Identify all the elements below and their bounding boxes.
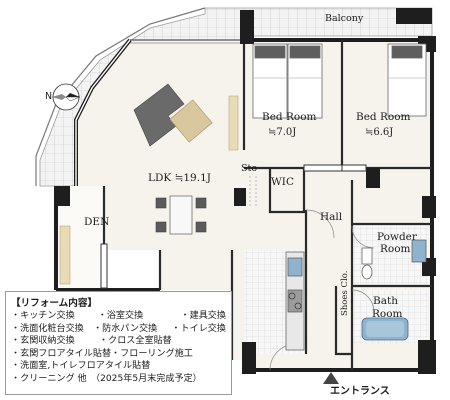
- renovation-row: ・洗面室,トイレフロアタイル貼替: [11, 360, 226, 373]
- kitchen-counter: [285, 251, 305, 351]
- renovation-item: ・玄関収納交換: [11, 336, 75, 347]
- bedroom-2-name: Bed Room: [356, 111, 411, 123]
- column: [234, 188, 246, 206]
- rug: [169, 99, 213, 143]
- dining-set: [155, 195, 207, 235]
- door-swing: [351, 289, 375, 313]
- renovation-item: ・浴室交換: [97, 311, 144, 321]
- ldk-label: LDK ≒19.1J: [148, 172, 211, 184]
- compass-north-label: N: [45, 91, 53, 102]
- renovation-item: ・キッチン交換: [11, 311, 75, 321]
- den-desk: [59, 225, 71, 285]
- toilet: [361, 247, 373, 280]
- renovation-item: ・防水パン交換: [93, 323, 158, 334]
- column: [396, 8, 432, 24]
- column: [56, 186, 70, 206]
- washbasin: [411, 239, 427, 263]
- renovation-item: ・クリーニング 他: [11, 373, 87, 384]
- renovation-item: ・洗面化粧台交換: [11, 323, 84, 334]
- bathtub-inner: [366, 321, 404, 337]
- column: [366, 168, 380, 188]
- column: [422, 196, 436, 218]
- wall-shoes: [334, 286, 352, 356]
- living-shelf: [228, 95, 239, 151]
- column: [240, 10, 254, 44]
- compass-icon: [52, 83, 81, 111]
- renovation-item: ・クロス全室貼替: [99, 336, 172, 347]
- renovation-notes: 【リフォーム内容】 ・キッチン交換 ・浴室交換 ・建具交換・洗面化粧台交換・防水パン…: [5, 291, 232, 395]
- bed2-sliding-door: [341, 164, 367, 172]
- renovation-row: ・クリーニング 他 （2025年5月末完成予定）: [11, 373, 226, 386]
- renovation-title: 【リフォーム内容】: [11, 298, 98, 309]
- hall-label: Hall: [320, 211, 343, 223]
- sofa: [133, 83, 185, 147]
- balcony-label: Balcony: [325, 13, 364, 24]
- powder-room-line2: Room: [380, 243, 411, 255]
- entrance-label: エントランス: [330, 386, 390, 397]
- bedroom-1-name: Bed Room: [262, 111, 317, 123]
- wic-label: WIC: [271, 176, 294, 188]
- powder-room-line1: Powder: [377, 231, 417, 243]
- bed1-sliding-door: [303, 164, 343, 172]
- storage-label: Sto: [241, 163, 258, 174]
- den-sliding-door: [100, 243, 108, 289]
- renovation-row: ・キッチン交換 ・浴室交換 ・建具交換: [11, 310, 226, 323]
- balcony-rail: [35, 7, 206, 186]
- renovation-row: ・洗面化粧台交換・防水パン交換 ・トイレ交換: [11, 323, 226, 336]
- bath-room-line2: Room: [372, 308, 403, 320]
- column: [422, 258, 436, 276]
- renovation-row: ・玄関フロアタイル貼替・フローリング施工: [11, 348, 226, 361]
- column: [418, 340, 436, 374]
- bedroom-1-area: ≒7.0J: [268, 127, 297, 138]
- renovation-list: ・キッチン交換・浴室交換・建具交換・洗面化粧台交換・防水パン交換・トイレ交換・玄…: [11, 310, 226, 386]
- renovation-item: ・トイレ交換: [171, 323, 226, 334]
- door-swing: [305, 209, 335, 239]
- window-angled: [75, 39, 131, 186]
- bedroom-2-area: ≒6.6J: [365, 127, 394, 138]
- shoes-closet-label: Shoes Clo.: [340, 270, 350, 316]
- storage-dash: [249, 176, 257, 206]
- column: [242, 342, 256, 374]
- renovation-item: ・玄関フロアタイル貼替・フローリング施工: [11, 348, 193, 359]
- renovation-item: ・建具交換: [180, 311, 226, 321]
- renovation-item: （2025年5月末完成予定）: [91, 373, 202, 384]
- bath-room-line1: Bath: [373, 295, 398, 307]
- bed-2: [387, 43, 427, 117]
- bed-pair-1: [252, 43, 323, 119]
- entrance-arrow-icon: [323, 372, 339, 384]
- den-label: DEN: [84, 216, 110, 228]
- renovation-row: ・玄関収納交換 ・クロス全室貼替: [11, 335, 226, 348]
- renovation-item: ・洗面室,トイレフロアタイル貼替: [11, 361, 151, 372]
- wall-wic: [268, 168, 306, 214]
